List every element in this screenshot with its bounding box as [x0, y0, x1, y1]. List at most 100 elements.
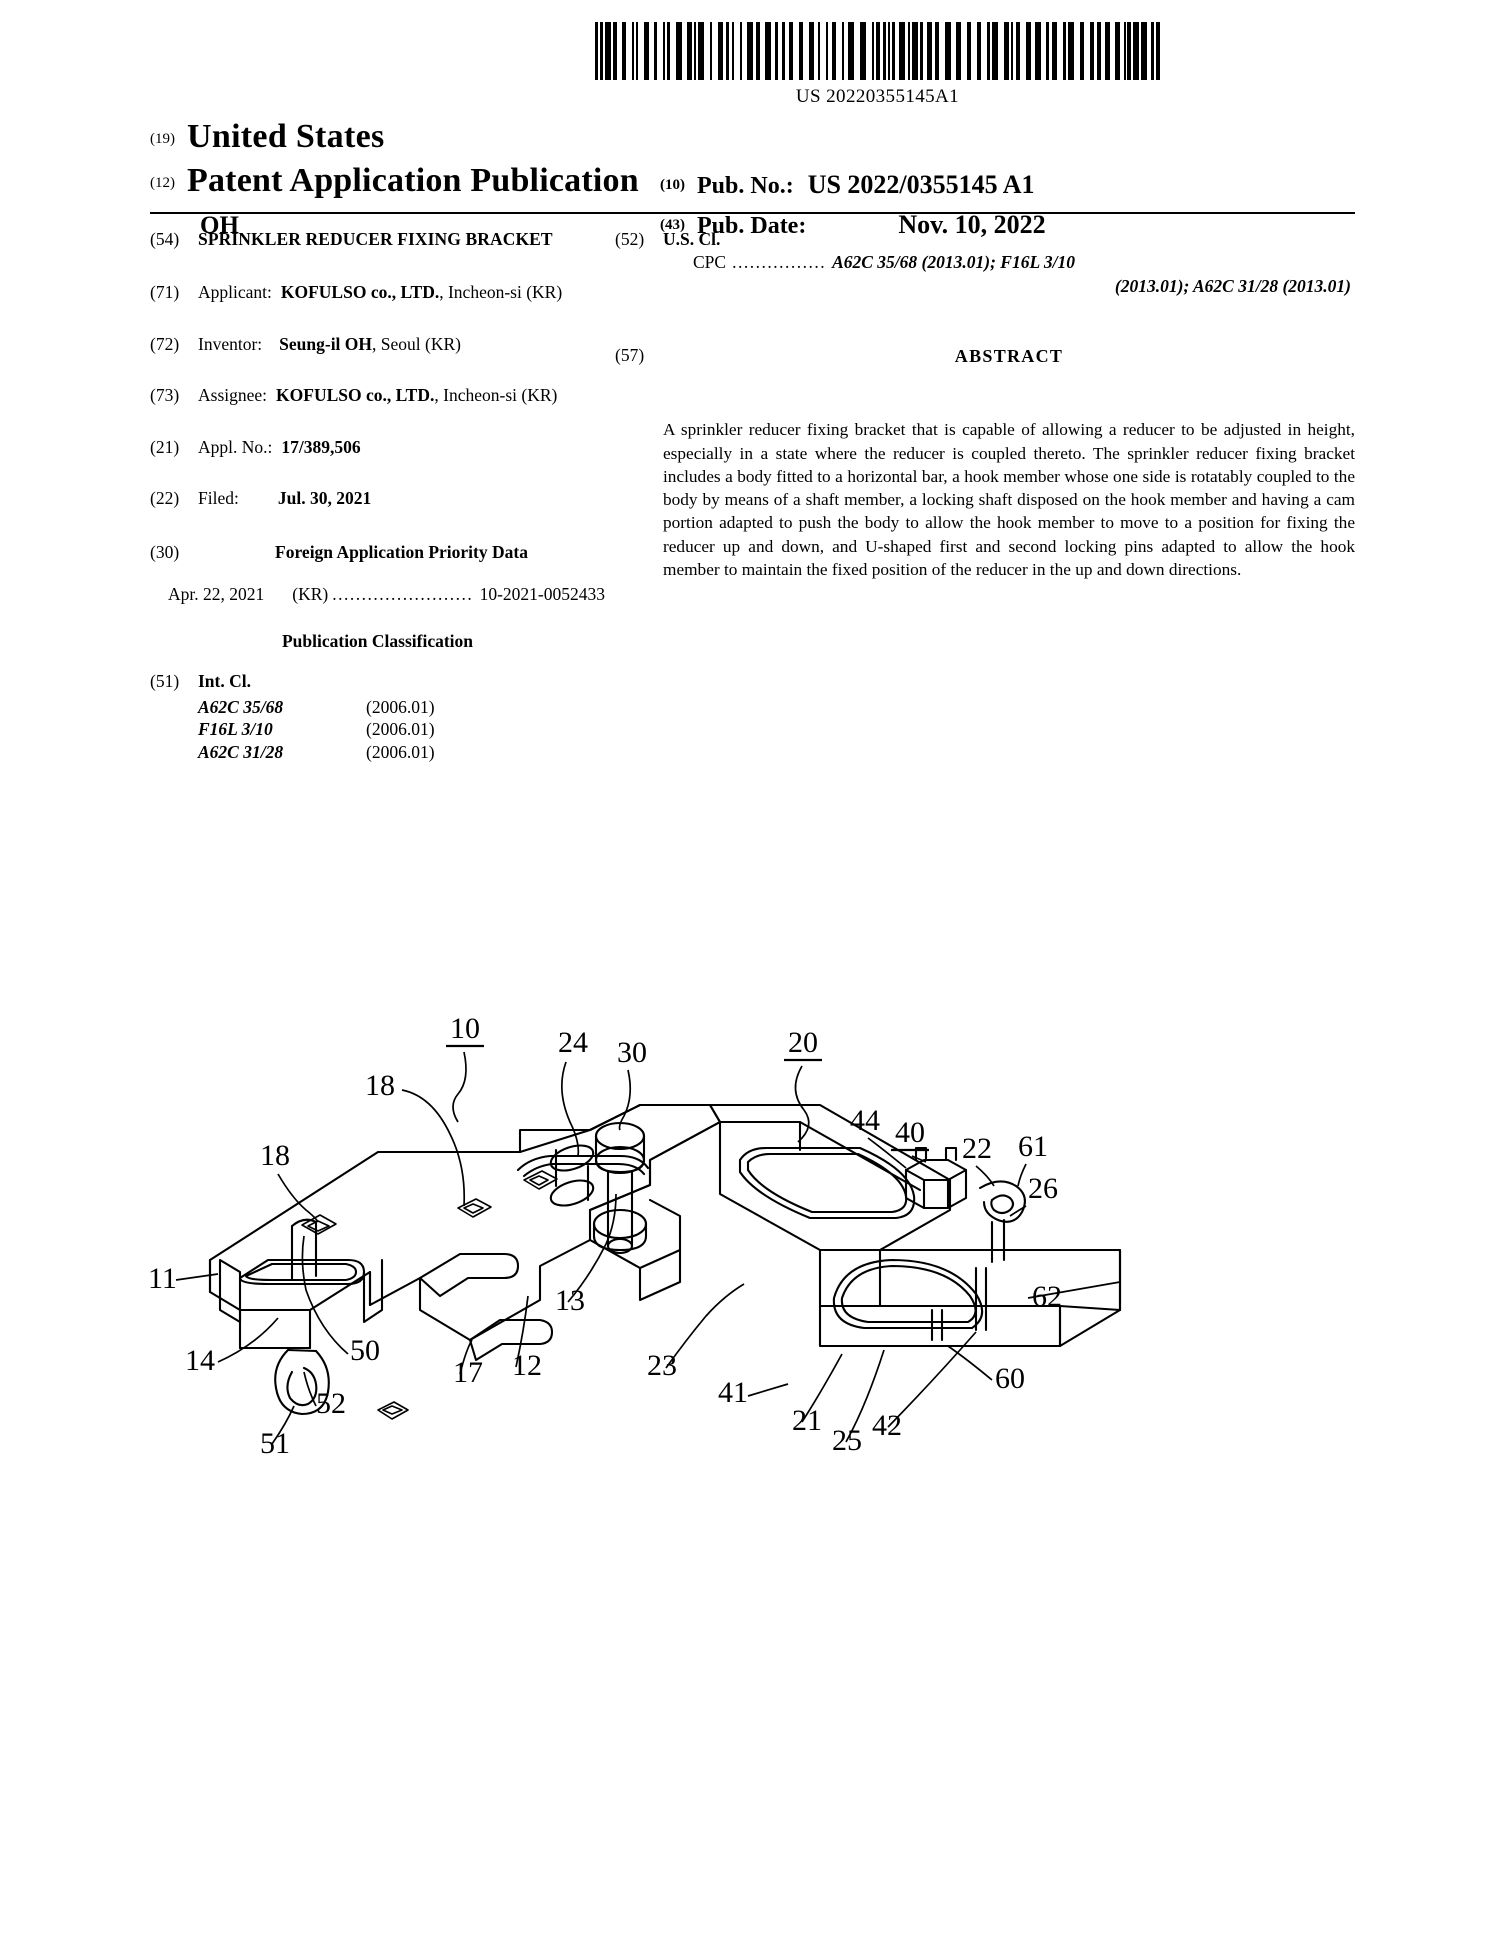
priority-date: Apr. 22, 2021 — [168, 584, 265, 605]
int-cl-version: (2006.01) — [366, 742, 435, 762]
svg-text:20: 20 — [788, 1026, 818, 1059]
ref-numeral-60: 60 — [947, 1345, 1025, 1395]
ref-numeral-26: 26 — [1009, 1172, 1058, 1217]
cpc-value-line-2: (2013.01); A62C 31/28 (2013.01) — [1114, 275, 1351, 296]
assignee-location: , Incheon-si (KR) — [434, 385, 558, 406]
invention-title: SPRINKLER REDUCER FIXING BRACKET — [198, 229, 553, 249]
ref-numeral-22: 22 — [962, 1132, 995, 1187]
ref-numeral-18-left: 18 — [260, 1139, 319, 1223]
field-code-71: (71) — [150, 282, 180, 303]
ref-numeral-21: 21 — [792, 1353, 843, 1437]
field-code-73: (73) — [150, 385, 180, 406]
ref-numeral-50: 50 — [301, 1235, 380, 1367]
int-cl-code: F16L 3/10 — [198, 719, 273, 740]
field-code-22: (22) — [150, 488, 180, 509]
svg-text:44: 44 — [850, 1104, 880, 1137]
svg-text:18: 18 — [260, 1139, 290, 1172]
appl-no-value: 17/389,506 — [281, 436, 361, 457]
svg-text:18: 18 — [365, 1069, 395, 1102]
field-us-cl: (52) U.S. Cl. CPC ................ A62C … — [615, 228, 1355, 298]
int-cl-row: A62C 31/28 (2006.01) — [198, 741, 605, 764]
applicant-value: KOFULSO co., LTD., Incheon-si (KR) — [281, 281, 605, 304]
applicant-name: KOFULSO co., LTD. — [280, 282, 440, 303]
ref-numeral-13: 13 — [555, 1193, 617, 1317]
country-name: United States — [187, 118, 385, 155]
field-int-cl: (51) Int. Cl. A62C 35/68 (2006.01) F16L … — [150, 670, 605, 764]
ref-numeral-10: 10 — [446, 1012, 484, 1123]
svg-text:42: 42 — [872, 1409, 902, 1442]
assignee-label: Assignee: — [198, 385, 268, 406]
filed-value: Jul. 30, 2021 — [277, 488, 372, 509]
field-abstract: (57) ABSTRACT A sprinkler reducer fixing… — [615, 344, 1355, 581]
cpc-value-line-1: A62C 35/68 (2013.01); F16L 3/10 — [832, 252, 1075, 273]
svg-text:11: 11 — [148, 1262, 177, 1295]
pub-date-code: (43) — [660, 217, 685, 233]
field-title: (54) SPRINKLER REDUCER FIXING BRACKET — [150, 228, 605, 251]
int-cl-code: A62C 31/28 — [198, 742, 284, 762]
svg-text:30: 30 — [617, 1036, 647, 1069]
ref-numeral-25: 25 — [832, 1349, 885, 1457]
us-cl-label: U.S. Cl. — [663, 229, 721, 249]
field-code-52: (52) — [615, 229, 645, 249]
field-code-21: (21) — [150, 436, 180, 457]
bibliographic-left-column: (54) SPRINKLER REDUCER FIXING BRACKET (7… — [150, 228, 605, 764]
ref-numeral-18-upper: 18 — [365, 1069, 466, 1207]
field-applicant: (71) Applicant: KOFULSO co., LTD., Inche… — [150, 281, 605, 304]
field-code-51: (51) — [150, 671, 180, 692]
svg-text:10: 10 — [450, 1012, 480, 1045]
svg-text:26: 26 — [1028, 1172, 1058, 1205]
inventor-location: , Seoul (KR) — [372, 333, 461, 354]
field-filed: (22) Filed: Jul. 30, 2021 — [150, 487, 605, 510]
masthead-divider — [150, 212, 1355, 214]
pub-no-line: (10) Pub. No.: US 2022/0355145 A1 — [660, 170, 1355, 200]
int-cl-row: A62C 35/68 (2006.01) — [198, 696, 605, 719]
priority-country: (KR) — [292, 584, 329, 605]
pub-date-line: (43) Pub. Date: Nov. 10, 2022 — [660, 210, 1355, 240]
inventor-surname-heading: OH — [200, 212, 239, 239]
field-code-30: (30) — [150, 541, 180, 562]
cpc-block: CPC ................ A62C 35/68 (2013.01… — [663, 251, 1355, 298]
cpc-label: CPC — [693, 252, 727, 273]
ref-numeral-61: 61 — [1017, 1130, 1048, 1187]
ref-numeral-62: 62 — [1027, 1280, 1121, 1313]
svg-text:17: 17 — [453, 1356, 483, 1389]
kind-code-12: (12) — [150, 175, 175, 191]
ref-numeral-11: 11 — [148, 1262, 219, 1295]
priority-dots: ........................ — [332, 584, 474, 605]
abstract-heading: ABSTRACT — [954, 346, 1064, 367]
field-assignee: (73) Assignee: KOFULSO co., LTD., Incheo… — [150, 384, 605, 407]
priority-entry-row: Apr. 22, 2021 (KR) .....................… — [150, 584, 605, 605]
foreign-priority-heading: Foreign Application Priority Data — [275, 541, 528, 562]
int-cl-label: Int. Cl. — [198, 671, 251, 692]
appl-no-label: Appl. No.: — [198, 436, 273, 457]
ref-numeral-41: 41 — [718, 1376, 789, 1409]
pub-date-label: Pub. Date: — [697, 213, 807, 239]
bibliographic-right-column: (52) U.S. Cl. CPC ................ A62C … — [615, 228, 1355, 581]
masthead: (19) United States (12) Patent Applicati… — [150, 118, 1355, 240]
int-cl-rows: A62C 35/68 (2006.01) F16L 3/10 (2006.01)… — [198, 696, 605, 764]
priority-number: 10-2021-0052433 — [479, 584, 605, 605]
svg-text:51: 51 — [260, 1427, 290, 1460]
inventor-name: Seung-il OH — [279, 333, 373, 354]
svg-text:41: 41 — [718, 1376, 748, 1409]
assignee-name: KOFULSO co., LTD. — [276, 385, 435, 406]
field-inventor: (72) Inventor: Seung-il OH, Seoul (KR) — [150, 333, 605, 356]
field-appl-no: (21) Appl. No.: 17/389,506 — [150, 436, 605, 459]
pub-no-value: US 2022/0355145 A1 — [807, 170, 1035, 199]
field-code-54: (54) — [150, 229, 180, 249]
int-cl-code: A62C 35/68 — [198, 696, 284, 717]
abstract-text: A sprinkler reducer fixing bracket that … — [663, 420, 1355, 579]
svg-text:50: 50 — [350, 1334, 380, 1367]
assignee-value: KOFULSO co., LTD., Incheon-si (KR) — [276, 384, 605, 407]
ref-numeral-14: 14 — [185, 1317, 279, 1377]
publication-barcode — [595, 22, 1161, 84]
int-cl-row: F16L 3/10 (2006.01) — [198, 718, 605, 741]
svg-text:61: 61 — [1018, 1130, 1048, 1163]
ref-numeral-23: 23 — [647, 1283, 745, 1382]
filed-label: Filed: — [198, 488, 239, 509]
ref-numeral-24: 24 — [558, 1026, 588, 1157]
ref-numeral-40: 40 — [891, 1116, 929, 1163]
applicant-label: Applicant: — [198, 282, 272, 303]
ref-numeral-52: 52 — [303, 1371, 346, 1420]
field-code-72: (72) — [150, 333, 180, 354]
